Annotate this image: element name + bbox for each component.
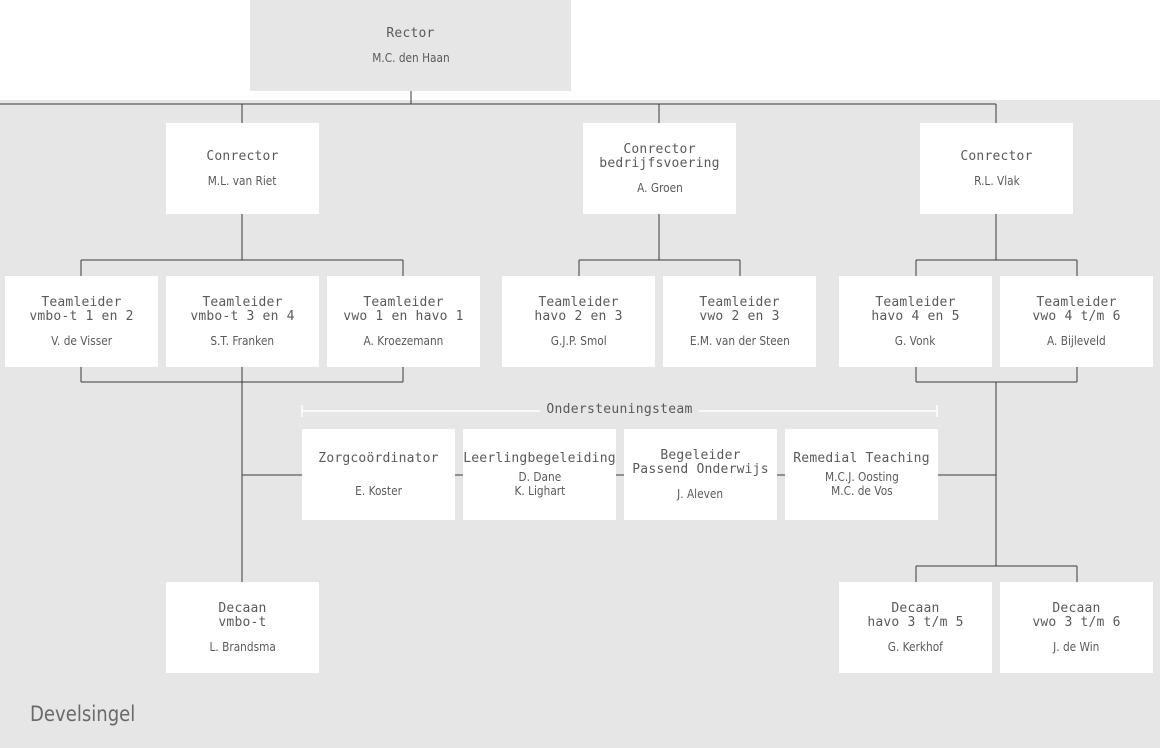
decaan-name: L. Brandsma xyxy=(209,639,276,654)
teamleider-role: Teamleider vwo 1 en havo 1 xyxy=(343,294,464,324)
decaan-role: Decaan havo 3 t/m 5 xyxy=(867,600,964,630)
conrector-box: Conrector R.L. Vlak xyxy=(920,123,1073,214)
teamleider-box: Teamleider vwo 2 en 3 E.M. van der Steen xyxy=(663,276,816,367)
teamleider-name: A. Kroezemann xyxy=(363,333,444,348)
support-member-box: Begeleider Passend Onderwijs J. Aleven xyxy=(624,429,777,520)
teamleider-box: Teamleider vmbo-t 1 en 2 V. de Visser xyxy=(5,276,158,367)
teamleider-box: Teamleider havo 4 en 5 G. Vonk xyxy=(839,276,992,367)
support-member-role: Zorgcoördinator xyxy=(318,450,439,466)
support-member-role: Leerlingbegeleiding xyxy=(463,450,616,466)
support-member-role: Remedial Teaching xyxy=(793,450,930,466)
conrector-name: A. Groen xyxy=(636,180,683,195)
teamleider-name: S.T. Franken xyxy=(210,333,275,348)
decaan-role: Decaan vmbo-t xyxy=(218,600,267,630)
conrector-name: M.L. van Riet xyxy=(208,173,277,188)
teamleider-name: E.M. van der Steen xyxy=(689,333,790,348)
support-member-name: D. Dane K. Lighart xyxy=(514,469,565,498)
decaan-box: Decaan vwo 3 t/m 6 J. de Win xyxy=(1000,582,1153,673)
teamleider-name: A. Bijleveld xyxy=(1047,333,1106,348)
conrector-role: Conrector bedrijfsvoering xyxy=(599,141,720,171)
teamleider-role: Teamleider vwo 4 t/m 6 xyxy=(1032,294,1121,324)
conrector-name: R.L. Vlak xyxy=(973,173,1020,188)
conrector-box: Conrector M.L. van Riet xyxy=(166,123,319,214)
teamleider-box: Teamleider vwo 1 en havo 1 A. Kroezemann xyxy=(327,276,480,367)
decaan-name: J. de Win xyxy=(1053,639,1100,654)
conrector-bedrijfsvoering-box: Conrector bedrijfsvoering A. Groen xyxy=(583,123,736,214)
teamleider-box: Teamleider vmbo-t 3 en 4 S.T. Franken xyxy=(166,276,319,367)
support-member-box: Zorgcoördinator E. Koster xyxy=(302,429,455,520)
support-member-box: Remedial Teaching M.C.J. Oosting M.C. de… xyxy=(785,429,938,520)
support-member-box: Leerlingbegeleiding D. Dane K. Lighart xyxy=(463,429,616,520)
conrector-role: Conrector xyxy=(206,148,279,164)
support-team-title: Ondersteuningsteam xyxy=(302,402,937,418)
rector-name: M.C. den Haan xyxy=(371,50,450,65)
decaan-name: G. Kerkhof xyxy=(887,639,944,654)
teamleider-role: Teamleider vmbo-t 3 en 4 xyxy=(190,294,295,324)
teamleider-role: Teamleider vmbo-t 1 en 2 xyxy=(29,294,134,324)
teamleider-box: Teamleider vwo 4 t/m 6 A. Bijleveld xyxy=(1000,276,1153,367)
teamleider-name: V. de Visser xyxy=(51,333,112,348)
support-member-name: M.C.J. Oosting M.C. de Vos xyxy=(824,469,899,498)
teamleider-role: Teamleider havo 4 en 5 xyxy=(871,294,960,324)
rector-box: Rector M.C. den Haan xyxy=(250,0,571,91)
decaan-box: Decaan havo 3 t/m 5 G. Kerkhof xyxy=(839,582,992,673)
teamleider-role: Teamleider vwo 2 en 3 xyxy=(699,294,780,324)
teamleider-name: G. Vonk xyxy=(895,333,936,348)
conrector-role: Conrector xyxy=(960,148,1033,164)
location-label: Develsingel xyxy=(30,702,136,726)
decaan-box: Decaan vmbo-t L. Brandsma xyxy=(166,582,319,673)
support-member-name: E. Koster xyxy=(355,483,402,498)
support-member-role: Begeleider Passend Onderwijs xyxy=(632,447,769,477)
teamleider-name: G.J.P. Smol xyxy=(550,333,607,348)
decaan-role: Decaan vwo 3 t/m 6 xyxy=(1032,600,1121,630)
teamleider-box: Teamleider havo 2 en 3 G.J.P. Smol xyxy=(502,276,655,367)
teamleider-role: Teamleider havo 2 en 3 xyxy=(534,294,623,324)
rector-role: Rector xyxy=(386,25,435,41)
support-member-name: J. Aleven xyxy=(677,486,724,501)
